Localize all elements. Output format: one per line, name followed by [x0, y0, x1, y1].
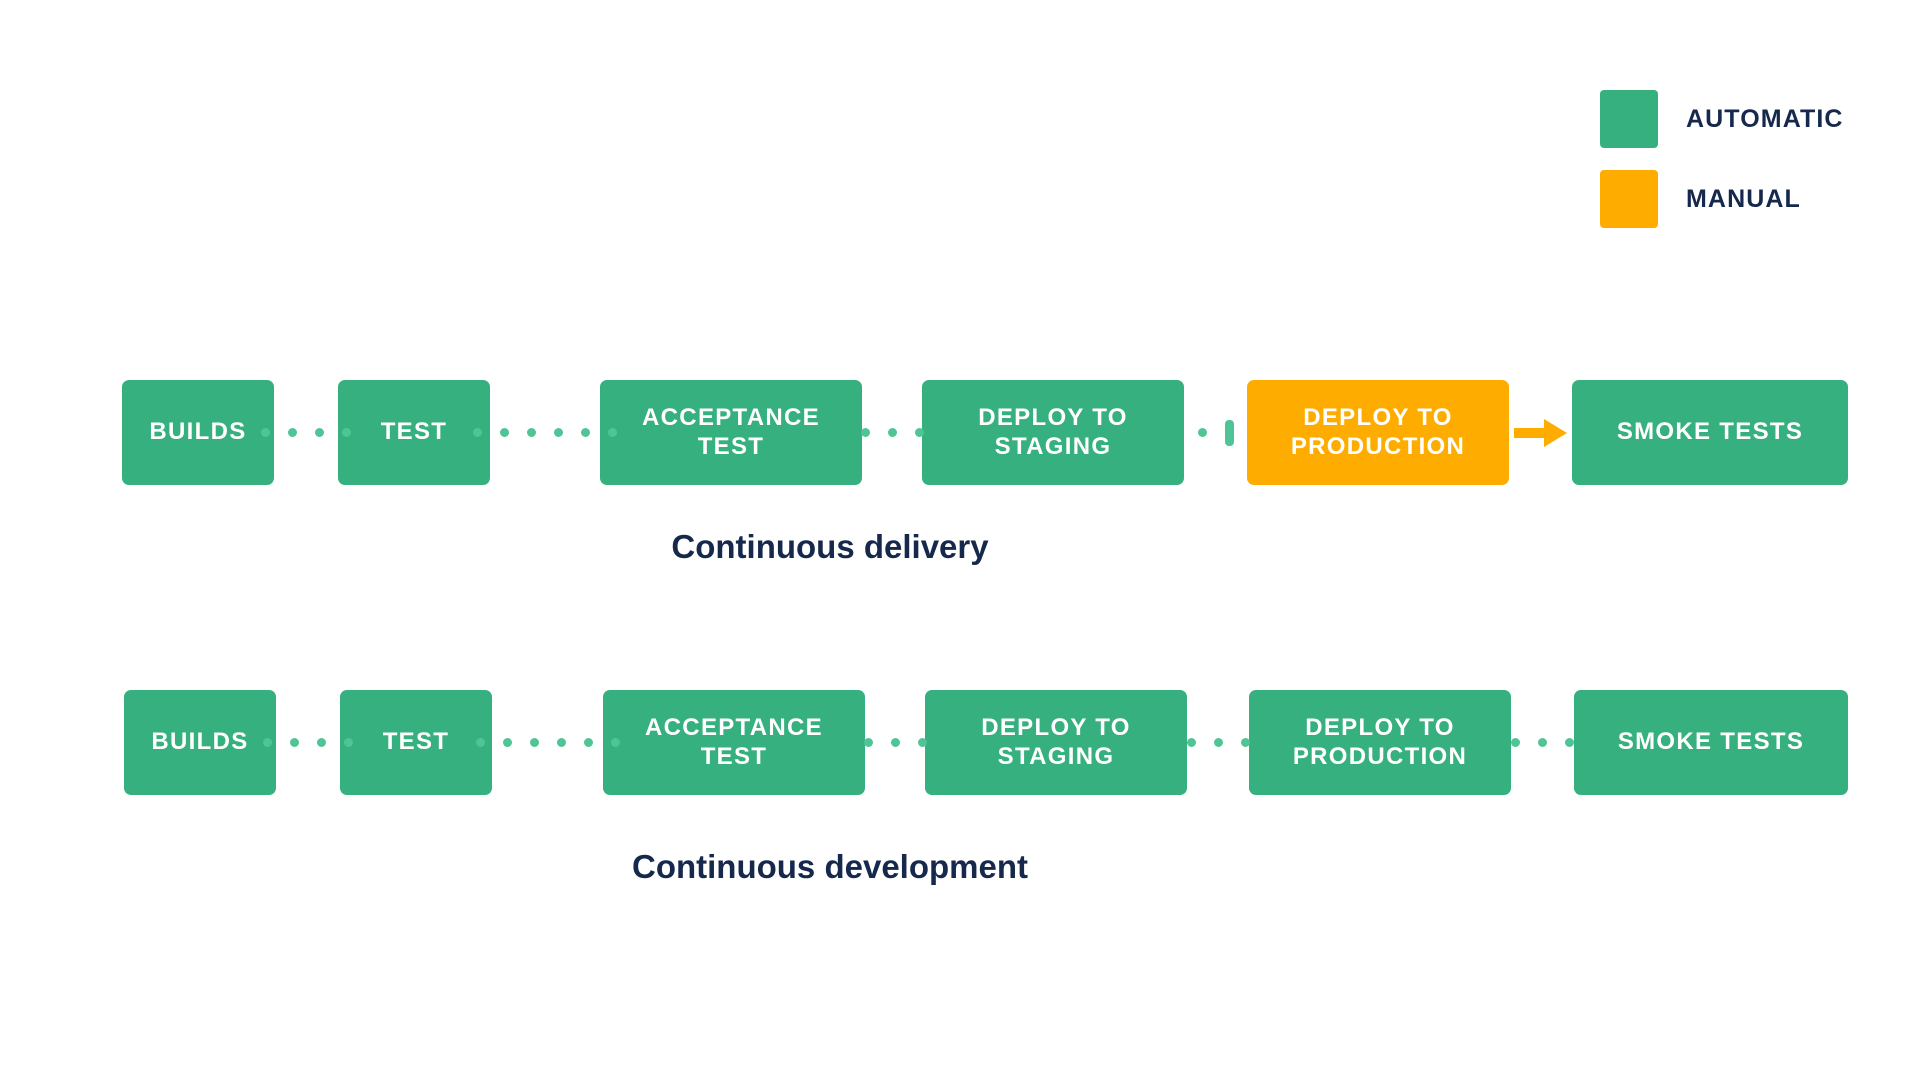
connector-dot: [1240, 738, 1250, 747]
pipeline-stage-builds[interactable]: BUILDS: [124, 690, 276, 795]
connector-dot: [315, 428, 324, 437]
connector-dot: [529, 738, 539, 747]
connector-dots-3: [860, 380, 924, 485]
legend-item-automatic: AUTOMATIC: [1600, 90, 1844, 148]
connector-dot: [860, 428, 870, 437]
connector-dots-5: [1511, 690, 1574, 795]
connector-dot: [1511, 738, 1520, 747]
pipeline-stage-acceptance-test[interactable]: ACCEPTANCE TEST: [600, 380, 862, 485]
connector-dots-2: [475, 690, 620, 795]
legend-swatch-automatic: [1600, 90, 1658, 148]
connector-dot: [527, 428, 536, 437]
connector-dot: [288, 428, 297, 437]
pipeline-stage-builds[interactable]: BUILDS: [122, 380, 274, 485]
pipeline-stage-deploy-to-staging[interactable]: DEPLOY TO STAGING: [922, 380, 1184, 485]
connector-truncated-4: [1184, 380, 1247, 485]
connector-dot: [610, 738, 620, 747]
connector-dot: [290, 738, 299, 747]
connector-dot: [863, 738, 873, 747]
connector-dot: [1565, 738, 1574, 747]
connector-dots-2: [473, 380, 617, 485]
arrow-right-icon: [1513, 418, 1567, 447]
pipeline-stage-deploy-to-production[interactable]: DEPLOY TO PRODUCTION: [1247, 380, 1509, 485]
legend-label-automatic: AUTOMATIC: [1686, 104, 1844, 133]
connector-dot: [890, 738, 900, 747]
connector-stop-bar: [1224, 419, 1234, 446]
connector-dot: [581, 428, 590, 437]
pipeline-stage-test[interactable]: TEST: [338, 380, 490, 485]
connector-dot: [914, 428, 924, 437]
connector-dot: [502, 738, 512, 747]
connector-dot: [473, 428, 482, 437]
connector-dot: [1186, 738, 1196, 747]
connector-dot: [887, 428, 897, 437]
connector-dots-4: [1186, 690, 1250, 795]
connector-dot: [554, 428, 563, 437]
connector-dot: [500, 428, 509, 437]
connector-dot: [344, 738, 353, 747]
pipeline-stage-deploy-to-production[interactable]: DEPLOY TO PRODUCTION: [1249, 690, 1511, 795]
connector-dot: [1538, 738, 1547, 747]
connector-dot: [583, 738, 593, 747]
pipeline-stage-smoke-tests[interactable]: SMOKE TESTS: [1574, 690, 1848, 795]
connector-dot: [556, 738, 566, 747]
connector-arrow-manual-to-smoke-tests: [1509, 380, 1572, 485]
pipeline-caption-continuous-delivery: Continuous delivery: [671, 528, 989, 565]
legend-swatch-manual: [1600, 170, 1658, 228]
legend-item-manual: MANUAL: [1600, 170, 1801, 228]
connector-dot: [342, 428, 351, 437]
connector-dots-1: [263, 690, 353, 795]
pipeline-stage-test[interactable]: TEST: [340, 690, 492, 795]
connector-dots-1: [261, 380, 351, 485]
pipeline-caption-continuous-development: Continuous development: [632, 848, 1028, 885]
connector-dot: [261, 428, 270, 437]
connector-dots-3: [863, 690, 927, 795]
connector-dot: [1213, 738, 1223, 747]
pipeline-stage-acceptance-test[interactable]: ACCEPTANCE TEST: [603, 690, 865, 795]
connector-dot: [475, 738, 485, 747]
connector-dot: [917, 738, 927, 747]
pipeline-stage-deploy-to-staging[interactable]: DEPLOY TO STAGING: [925, 690, 1187, 795]
connector-dot: [263, 738, 272, 747]
connector-dot: [1197, 428, 1207, 437]
pipeline-stage-smoke-tests[interactable]: SMOKE TESTS: [1572, 380, 1848, 485]
connector-dot: [608, 428, 617, 437]
legend-label-manual: MANUAL: [1686, 184, 1801, 213]
connector-dot: [317, 738, 326, 747]
